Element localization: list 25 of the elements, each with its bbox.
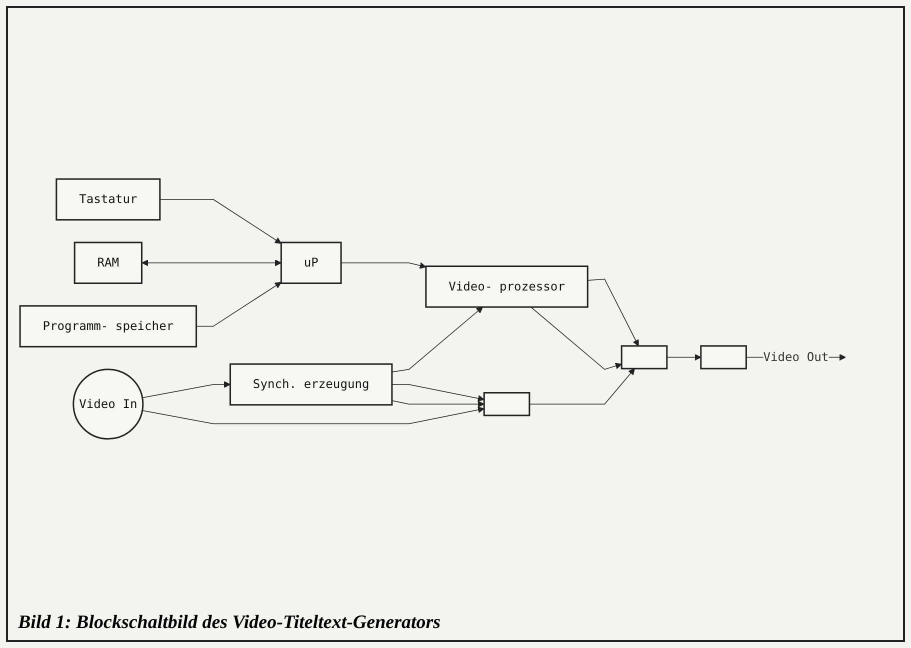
block-diagram: Video Out Tastatur RAM uP Video- prozessor Programm- speicher Video In Synch. erzeugung	[14, 173, 897, 445]
arrow	[392, 400, 484, 408]
arrow	[196, 282, 282, 327]
node-box	[280, 242, 342, 284]
node-box	[700, 345, 747, 370]
arrow	[666, 354, 702, 361]
node-circle	[72, 368, 144, 440]
arrow	[529, 368, 635, 405]
arrow	[392, 384, 484, 402]
arrow	[142, 260, 282, 266]
arrow	[160, 199, 282, 244]
node-box	[425, 266, 588, 308]
node-box	[620, 345, 668, 370]
arrow	[587, 278, 639, 346]
arrow	[392, 306, 483, 372]
arrow	[142, 381, 231, 398]
figure-caption: Bild 1: Blockschaltbild des Video-Titeltext-Generators	[16, 611, 442, 635]
arrow	[142, 406, 484, 424]
arrow	[530, 306, 622, 370]
node-box	[483, 392, 530, 416]
node-box	[230, 363, 393, 406]
node-box	[56, 178, 161, 221]
node-box	[19, 305, 198, 348]
arrow	[340, 262, 426, 269]
node-box	[74, 242, 142, 284]
